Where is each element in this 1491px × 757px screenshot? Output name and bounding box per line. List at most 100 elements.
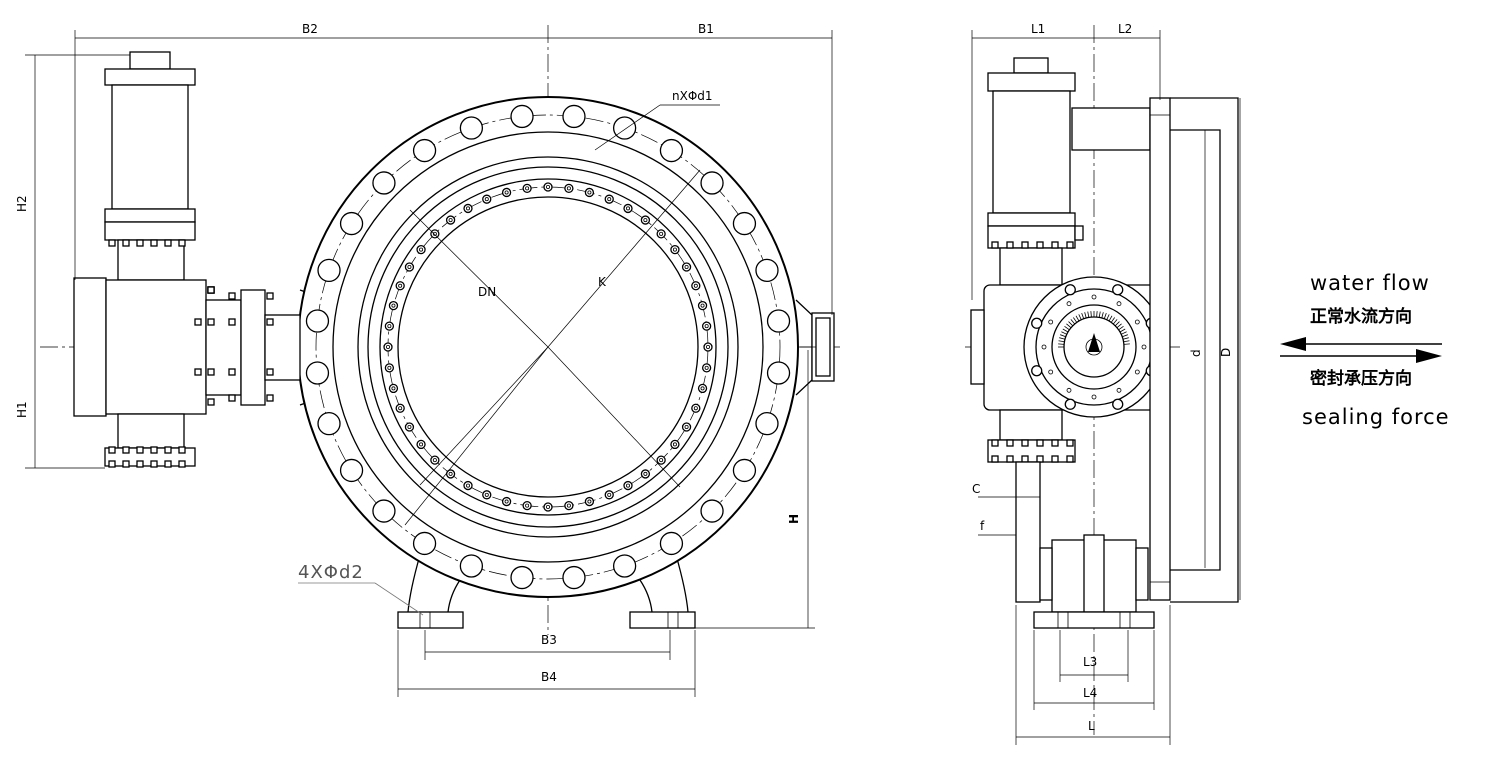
dim-dn: DN <box>478 285 496 299</box>
seat-bolt-core <box>432 231 437 236</box>
seat-bolt <box>430 229 440 239</box>
seat-bolt-core <box>659 458 664 463</box>
bolt <box>991 439 999 447</box>
side-view: L1 L2 d D C f L3 L4 L <box>965 22 1241 745</box>
bolt-hole <box>317 411 341 436</box>
seat-bolt <box>697 300 708 311</box>
bolt <box>178 239 186 247</box>
seat-bolt-core <box>607 197 612 202</box>
dial-screw <box>1041 344 1047 350</box>
bolt <box>1006 439 1014 447</box>
seat-bolt-core <box>448 471 453 476</box>
bolt <box>207 318 215 326</box>
tick <box>1121 331 1127 335</box>
seat-bolt <box>543 182 553 192</box>
seat-bolt-core <box>607 492 612 497</box>
bolt <box>122 460 130 468</box>
bolt <box>1051 241 1059 249</box>
seat-bolt <box>501 187 512 198</box>
seat-bolt <box>395 281 405 291</box>
seat-bolt-core <box>587 499 592 504</box>
bolt <box>122 446 130 454</box>
seat-bolt <box>623 203 633 214</box>
seat-bolt <box>697 383 708 394</box>
tick <box>1073 317 1078 323</box>
seat-bolt <box>564 183 574 194</box>
seat-bolt-core <box>704 324 709 329</box>
bolt <box>207 286 215 294</box>
bolt-hole <box>562 565 586 590</box>
seat-bolt-core <box>484 492 489 497</box>
seat-bolt-core <box>419 442 424 447</box>
bolt <box>991 241 999 249</box>
tick <box>1060 334 1066 338</box>
sealing-force-label: sealing force <box>1302 405 1450 429</box>
seat-bolt-core <box>391 303 396 308</box>
bolt <box>228 318 236 326</box>
tick <box>1106 314 1110 320</box>
actuator-bolts <box>108 239 274 468</box>
seat-bolt <box>501 496 512 507</box>
dial-screw <box>1066 301 1072 307</box>
tick <box>1064 326 1070 331</box>
seat-bolt <box>640 215 651 225</box>
seat-bolt <box>670 439 680 450</box>
seat-bolt-core <box>407 424 412 429</box>
dim-bolt-holes: nXΦd1 <box>672 89 713 103</box>
bolt-hole <box>755 258 779 283</box>
dim-b3: B3 <box>541 633 557 647</box>
dim-k: K <box>598 275 607 289</box>
bolt <box>178 446 186 454</box>
seat-bolt-core <box>387 365 392 370</box>
bolt-hole <box>459 554 484 578</box>
dim-foot-holes: 4XΦd2 <box>298 562 364 583</box>
seat-bolt-core <box>419 247 424 252</box>
seat-bolt <box>388 300 399 311</box>
seat-bolt-core <box>684 264 689 269</box>
bolt-hole <box>700 499 724 523</box>
bolt <box>266 318 274 326</box>
seat-bolt <box>416 439 426 450</box>
tick <box>1098 311 1101 318</box>
seat-bolt <box>445 469 456 479</box>
tick <box>1103 313 1107 319</box>
seat-bolt <box>388 383 399 394</box>
dial-screw <box>1048 369 1054 375</box>
bolt <box>266 292 274 300</box>
bolt-hole <box>659 531 684 556</box>
bolt <box>194 318 202 326</box>
bolt <box>194 368 202 376</box>
seat-bolt-core <box>626 206 631 211</box>
bolt <box>228 292 236 300</box>
seat-bolt-core <box>566 186 571 191</box>
seat-bolt <box>564 500 574 511</box>
seat-bolt <box>703 342 713 352</box>
bolt-hole <box>766 361 791 385</box>
bolt <box>136 460 144 468</box>
tick <box>1062 328 1069 333</box>
bolt <box>150 460 158 468</box>
seat-bolt <box>623 480 633 491</box>
tick <box>1116 323 1122 329</box>
seat-bolt <box>482 194 492 204</box>
side-actuator-bolts <box>991 241 1074 463</box>
seat-bolt-core <box>643 218 648 223</box>
seat-bolt <box>604 490 614 500</box>
seat-bolt <box>522 183 532 194</box>
tick <box>1066 323 1072 329</box>
seat-bolt <box>395 403 405 413</box>
bolt-hole <box>755 411 779 436</box>
dial-bolt <box>1112 398 1124 410</box>
bolt <box>136 446 144 454</box>
dial-screw <box>1116 387 1122 393</box>
tick <box>1101 312 1104 319</box>
seat-bolt-core <box>643 471 648 476</box>
dim-l2: L2 <box>1118 22 1132 36</box>
bolt-hole <box>766 309 791 333</box>
dim-l3: L3 <box>1083 655 1097 669</box>
seat-bolt <box>681 262 692 272</box>
bolt <box>136 239 144 247</box>
bolt <box>207 368 215 376</box>
bolt <box>228 368 236 376</box>
tick <box>1122 337 1129 340</box>
